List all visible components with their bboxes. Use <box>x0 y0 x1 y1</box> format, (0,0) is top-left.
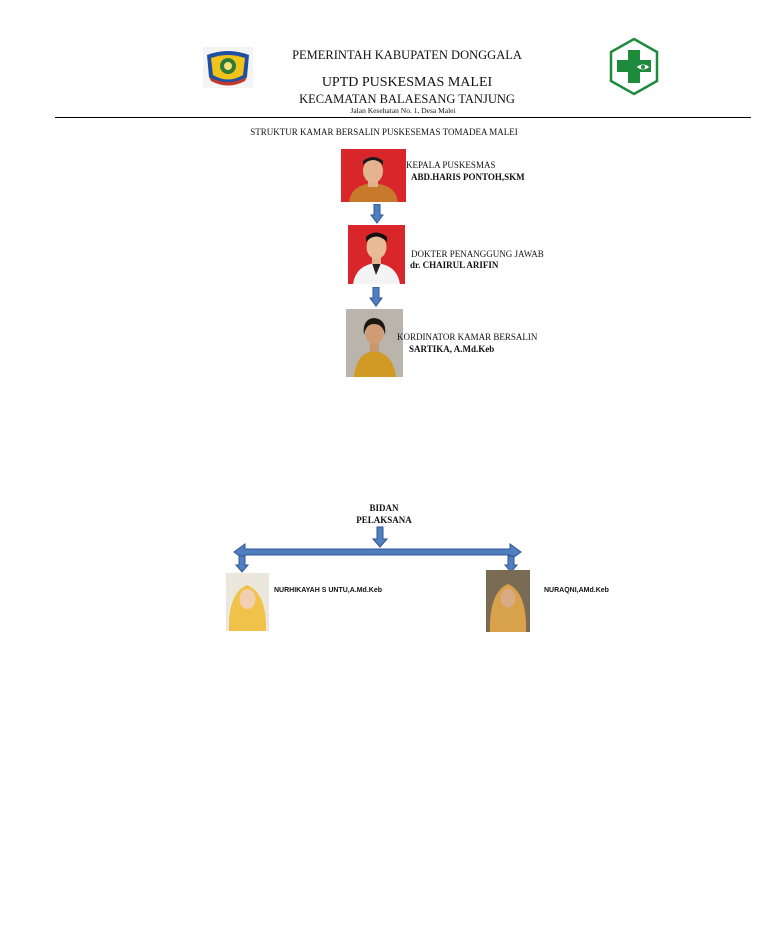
bidan-label-line1: BIDAN <box>369 503 399 513</box>
arrow-down-1 <box>370 203 384 224</box>
header-divider <box>55 117 751 118</box>
photo-kordinator-kamar-bersalin <box>346 309 403 377</box>
role-kepala-puskesmas: KEPALA PUSKESMAS <box>406 160 496 170</box>
photo-dokter-penanggung-jawab <box>348 225 405 284</box>
photo-bidan-1 <box>226 573 269 631</box>
name-dokter-penanggung-jawab: dr. CHAIRUL ARIFIN <box>410 260 499 270</box>
header-institution-line: UPTD PUSKESMAS MALEI <box>321 75 493 90</box>
right-logo <box>608 37 660 96</box>
photo-kepala-puskesmas <box>341 149 406 202</box>
name-kepala-puskesmas: ABD.HARIS PONTOH,SKM <box>411 172 525 182</box>
document-title: STRUKTUR KAMAR BERSALIN PUSKESEMAS TOMAD… <box>250 127 518 137</box>
bidan-distribution-arrows <box>230 526 526 574</box>
role-kordinator-kamar-bersalin: KORDINATOR KAMAR BERSALIN <box>397 332 538 342</box>
bidan-label-line2: PELAKSANA <box>356 515 412 525</box>
name-kordinator-kamar-bersalin: SARTIKA, A.Md.Keb <box>409 344 495 354</box>
bidan-2-name: NURAQNI,AMd.Keb <box>544 587 609 594</box>
arrow-down-2 <box>369 286 383 307</box>
left-logo <box>203 47 253 88</box>
role-dokter-penanggung-jawab: DOKTER PENANGGUNG JAWAB <box>411 249 544 259</box>
header-government-line: PEMERINTAH KABUPATEN DONGGALA <box>292 48 522 62</box>
puskesmas-cross-icon <box>609 37 659 96</box>
bidan-1-name: NURHIKAYAH S UNTU,A.Md.Keb <box>274 587 382 594</box>
header-district-line: KECAMATAN BALAESANG TANJUNG <box>299 92 515 106</box>
header-address: Jalan Kesehatan No. 1, Desa Malei <box>350 106 456 115</box>
donggala-emblem-icon <box>203 47 253 88</box>
photo-bidan-2 <box>486 570 530 632</box>
